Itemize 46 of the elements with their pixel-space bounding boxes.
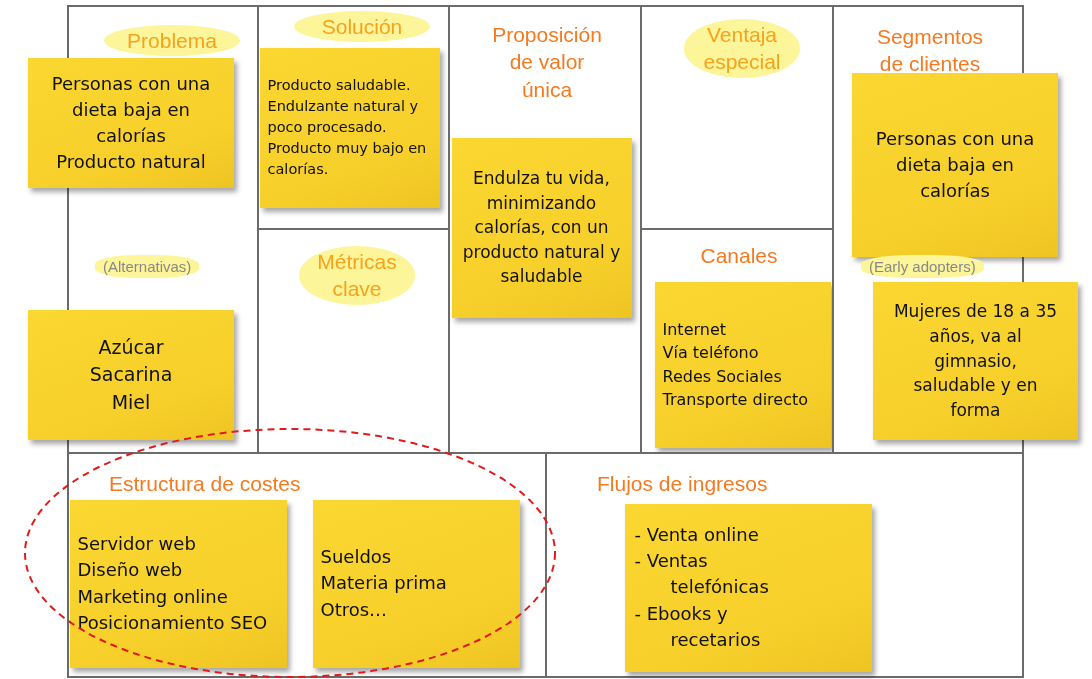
note-text: Miel: [110, 389, 152, 415]
section-heading: Flujos de ingresos: [597, 471, 769, 497]
note-text: Personas con una dieta baja en calorías: [874, 126, 1036, 204]
section-heading: Solución: [294, 11, 430, 43]
section-heading: Canales: [699, 243, 779, 269]
sticky-note: [312, 499, 520, 668]
note-text: - Venta online: [634, 523, 760, 548]
note-text: Endulzante natural y poco procesado.: [267, 96, 420, 137]
note-text: Posicionamiento SEO: [77, 610, 269, 635]
note-text: Azúcar: [97, 334, 165, 360]
note-text: Otros…: [320, 597, 389, 622]
note-text: Mujeres de 18 a 35 años, va al gimnasio, saludable y en forma: [892, 300, 1059, 422]
note-text: Materia prima: [320, 571, 448, 596]
section-heading: Segmentos de clientes: [875, 24, 985, 78]
note-text: Personas con una dieta baja en calorías: [50, 71, 212, 148]
note-text: - Ventas telefónicas: [634, 549, 770, 600]
sticky-note: [852, 73, 1058, 257]
note-text: Endulza tu vida, minimizando calorías, con un producto natural y saludable: [461, 166, 622, 289]
note-text: Vía teléfono: [662, 342, 760, 365]
canvas-cell: [545, 452, 1024, 678]
note-text: Servidor web: [77, 532, 197, 557]
canvas-cell: [67, 452, 547, 678]
note-text: Producto saludable.: [267, 75, 412, 95]
note-text: Internet: [662, 319, 728, 342]
section-heading: Métricas clave: [299, 246, 415, 305]
section-heading: Problema: [104, 25, 240, 57]
sticky-note: [451, 137, 632, 318]
sticky-note: [624, 503, 872, 672]
sticky-note: [28, 58, 234, 188]
sticky-note: [873, 282, 1078, 440]
note-text: Diseño web: [77, 558, 184, 583]
sticky-note: [654, 281, 831, 448]
note-text: Marketing online: [77, 584, 229, 609]
section-heading: Ventaja especial: [684, 19, 800, 78]
note-text: Transporte directo: [662, 388, 810, 411]
section-heading: Estructura de costes: [109, 471, 302, 497]
sticky-note: [69, 499, 287, 668]
note-text: - Ebooks y recetarios: [634, 601, 762, 652]
note-text: Redes Sociales: [662, 365, 783, 388]
note-text: Producto muy bajo en calorías.: [267, 139, 428, 179]
note-text: Sueldos: [320, 545, 393, 570]
sticky-note: [28, 310, 234, 440]
sticky-note: [259, 47, 440, 208]
section-heading: Proposición de valor única: [491, 22, 603, 103]
note-text: Sacarina: [88, 362, 174, 388]
note-text: Producto natural: [55, 150, 207, 175]
